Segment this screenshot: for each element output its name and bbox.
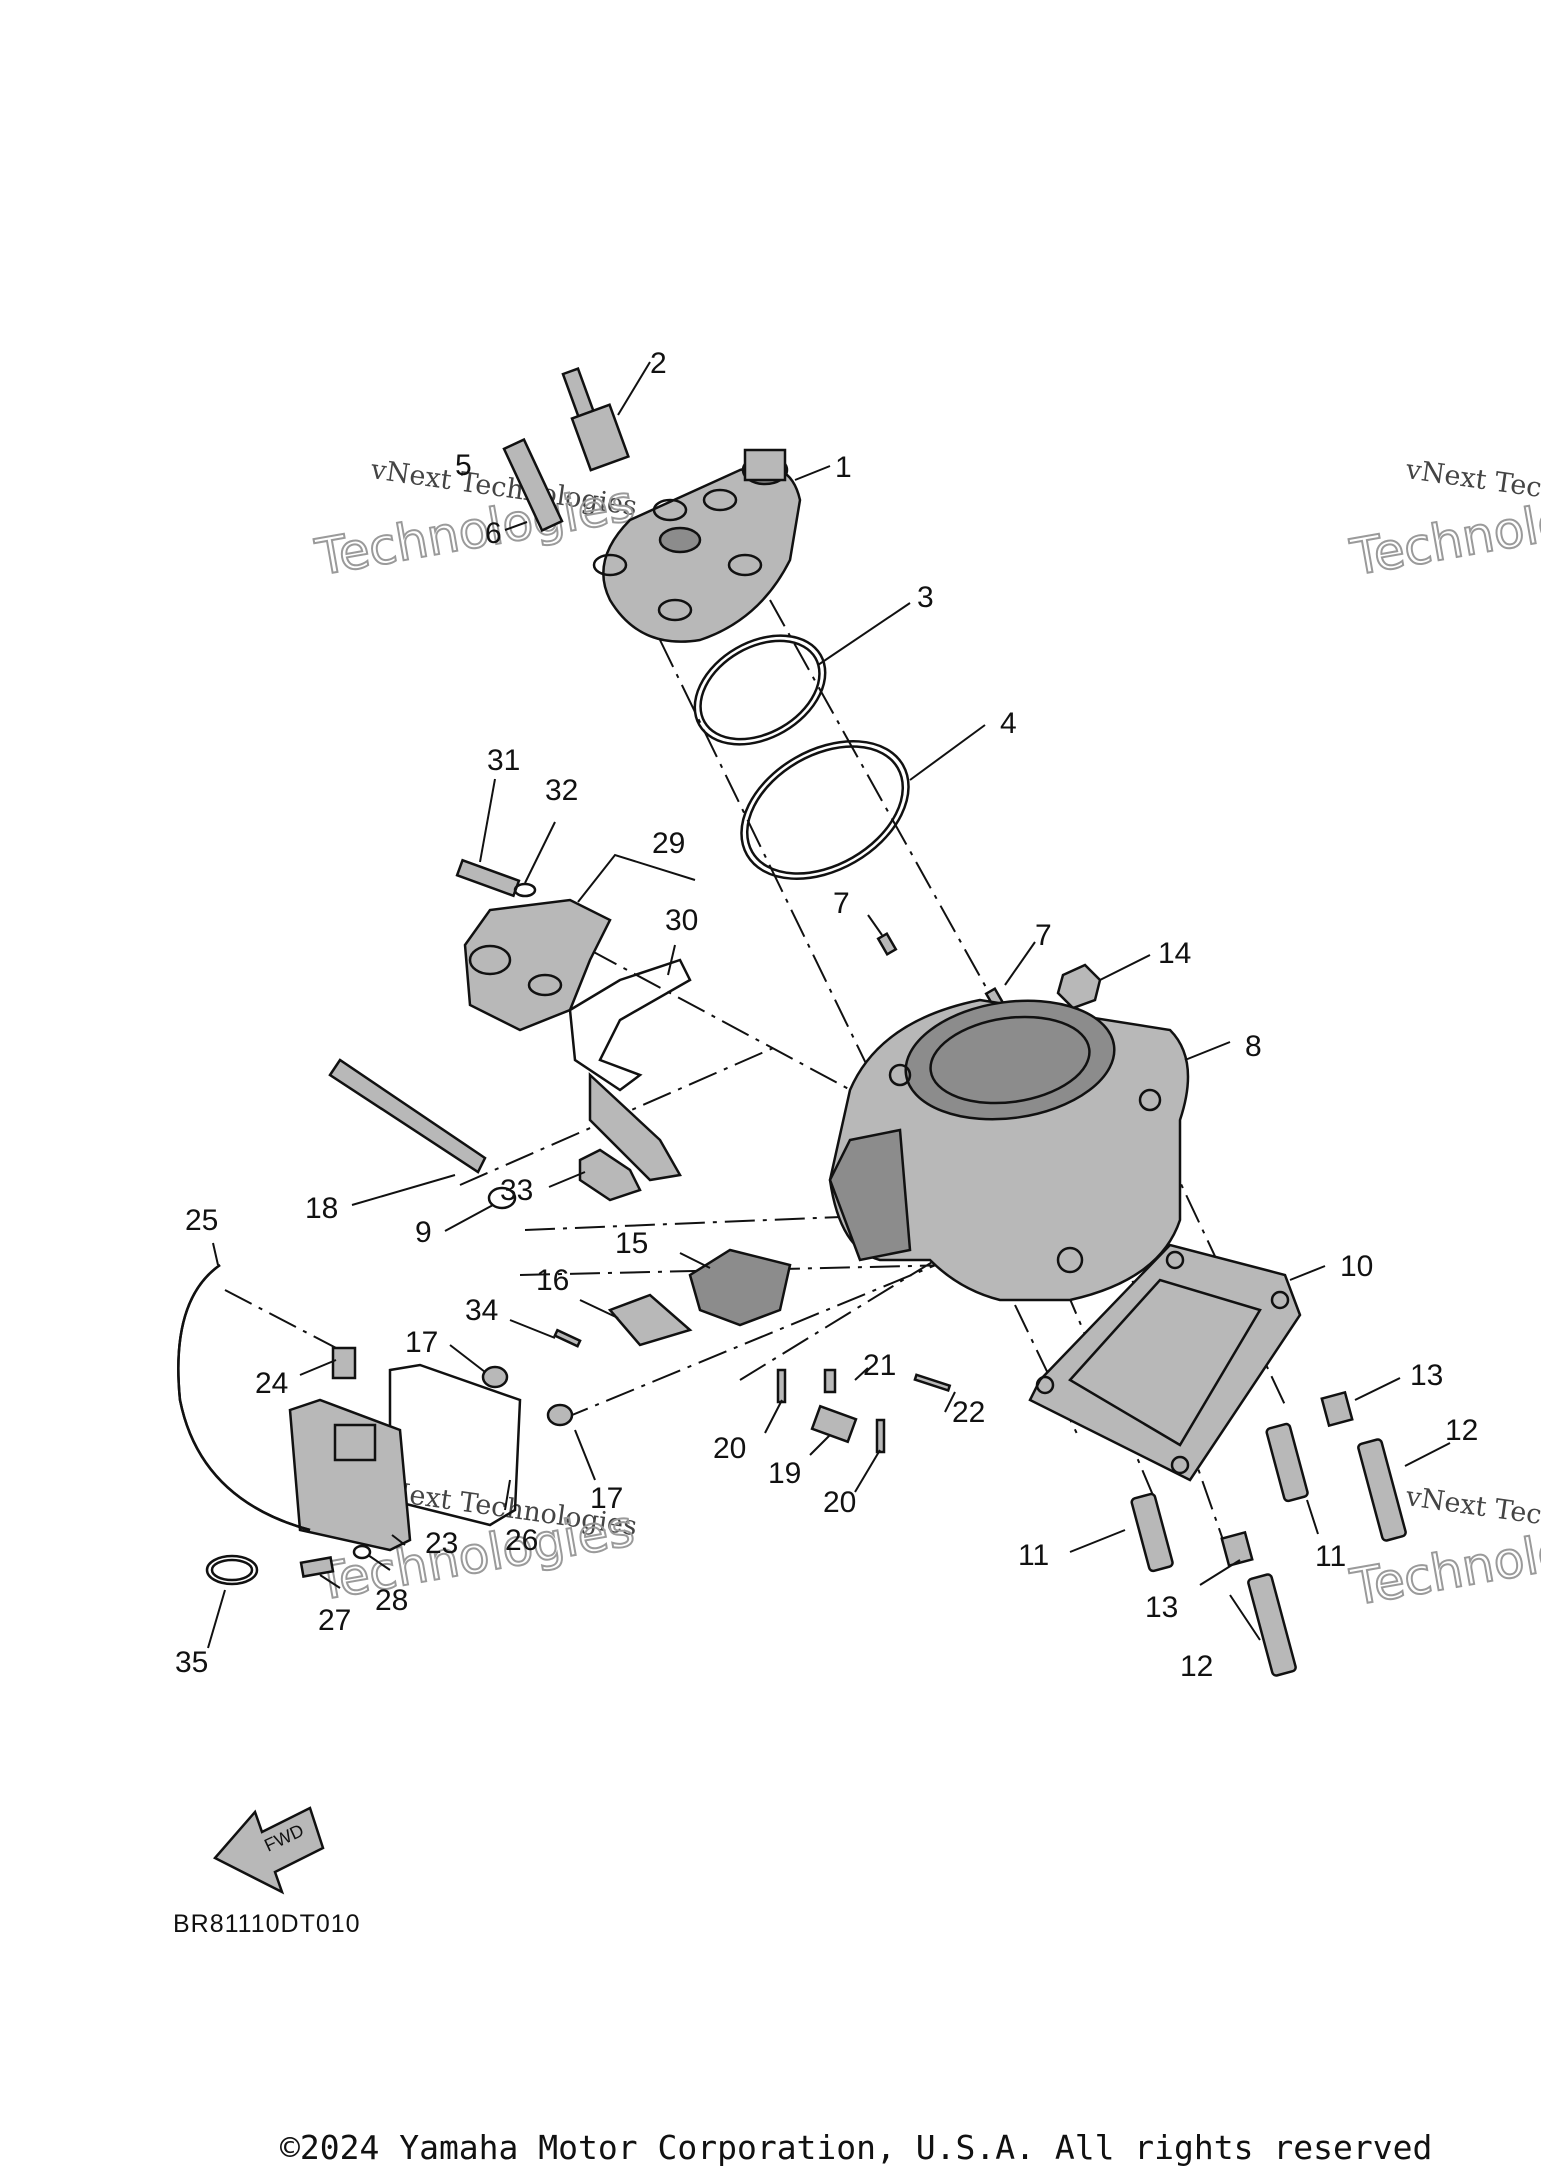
small-pin	[913, 1373, 952, 1392]
valve-rod	[328, 1058, 487, 1174]
breather-hose	[177, 1263, 311, 1532]
callout-12a: 12	[1445, 1414, 1478, 1447]
callouts: 1 2 3 4 5 6 7 7 8 9 10 11 11 12 12 13 13…	[175, 347, 1478, 1683]
callout-14: 14	[1158, 937, 1191, 970]
stud-long	[1357, 1438, 1407, 1542]
callout-8: 8	[1245, 1030, 1262, 1063]
callout-28: 28	[375, 1584, 408, 1617]
callout-21: 21	[863, 1349, 896, 1382]
callout-11a: 11	[1018, 1539, 1049, 1572]
valve-cover	[288, 1398, 412, 1552]
cover-screw	[299, 1556, 335, 1578]
hose-fitting	[331, 1346, 357, 1380]
head-bolt	[502, 437, 564, 533]
callout-13a: 13	[1410, 1359, 1443, 1392]
callout-35: 35	[175, 1646, 208, 1679]
stud-nut	[1220, 1530, 1254, 1568]
callout-17a: 17	[405, 1326, 438, 1359]
washer	[513, 882, 537, 898]
callout-6: 6	[485, 517, 502, 550]
callout-16: 16	[536, 1264, 569, 1297]
callout-22: 22	[952, 1396, 985, 1429]
stud-nut	[1320, 1390, 1354, 1428]
cover-bolt	[481, 1365, 509, 1389]
callout-13b: 13	[1145, 1591, 1178, 1624]
copyright-notice: ©2024 Yamaha Motor Corporation, U.S.A. A…	[280, 2128, 1433, 2167]
stud-long	[1247, 1573, 1297, 1677]
callout-17b: 17	[590, 1482, 623, 1515]
callout-34: 34	[465, 1294, 498, 1327]
valve-gasket	[568, 958, 692, 1092]
callout-24: 24	[255, 1367, 288, 1400]
callout-9: 9	[415, 1216, 432, 1249]
power-valve-housing	[463, 898, 612, 1032]
callout-26: 26	[505, 1524, 538, 1557]
callout-10: 10	[1340, 1250, 1373, 1283]
forward-arrow-icon: FWD	[213, 1806, 325, 1895]
spring-pin	[553, 1328, 582, 1348]
leader-lines	[207, 361, 1451, 1649]
cover-washer	[352, 1544, 372, 1560]
small-bolt	[823, 1368, 837, 1394]
dowel-pin	[876, 931, 898, 957]
callout-5: 5	[455, 449, 472, 482]
callout-31: 31	[487, 744, 520, 777]
callout-4: 4	[1000, 707, 1017, 740]
callout-27: 27	[318, 1604, 351, 1637]
valve-lever	[607, 1293, 693, 1347]
callout-7b: 7	[1035, 919, 1052, 952]
callout-29: 29	[652, 827, 685, 860]
cylinder-head	[592, 448, 802, 643]
callout-7a: 7	[833, 887, 850, 920]
callout-30: 30	[665, 904, 698, 937]
cylinder	[828, 998, 1190, 1302]
callout-1: 1	[835, 451, 852, 484]
valve-actuator	[688, 1248, 792, 1327]
callout-12b: 12	[1180, 1650, 1213, 1683]
pin	[875, 1418, 886, 1454]
hose-clamp	[205, 1554, 259, 1586]
callout-15: 15	[615, 1227, 648, 1260]
stud	[1130, 1492, 1174, 1573]
nut	[1056, 963, 1102, 1010]
link-rod	[810, 1404, 858, 1444]
callout-11b: 11	[1315, 1540, 1346, 1573]
spark-plug	[561, 366, 630, 472]
cover-bolt	[546, 1403, 574, 1427]
diagram-code: BR81110DT010	[173, 1910, 361, 1938]
exhaust-valve	[578, 1072, 682, 1202]
housing-bolt	[455, 858, 521, 898]
pin	[776, 1368, 787, 1404]
cylinder-gasket	[1028, 1243, 1302, 1482]
stud	[1265, 1422, 1309, 1503]
o-ring-large	[740, 740, 910, 880]
callout-23: 23	[425, 1527, 458, 1560]
callout-18: 18	[305, 1192, 338, 1225]
callout-19: 19	[768, 1457, 801, 1490]
callout-20b: 20	[823, 1486, 856, 1519]
callout-20a: 20	[713, 1432, 746, 1465]
callout-25: 25	[185, 1204, 218, 1237]
oil-seal	[487, 1186, 517, 1210]
o-ring	[693, 634, 827, 746]
callout-33: 33	[500, 1174, 533, 1207]
callout-2: 2	[650, 347, 667, 380]
callout-32: 32	[545, 774, 578, 807]
callout-3: 3	[917, 581, 934, 614]
